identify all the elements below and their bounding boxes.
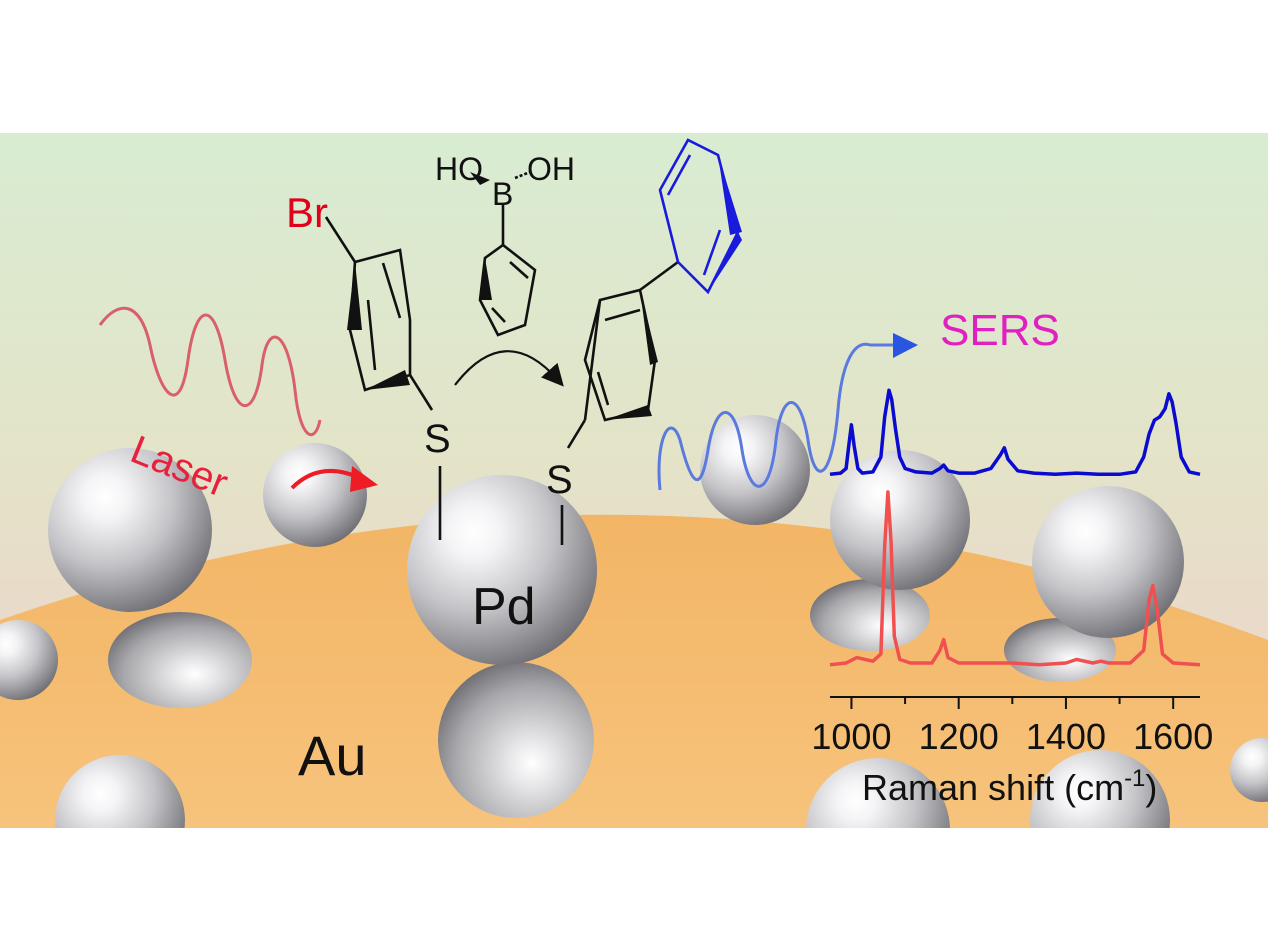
reaction-arrow [454, 350, 564, 387]
boron-label: B [492, 176, 513, 212]
pd-sphere [0, 620, 58, 700]
dimple [810, 579, 930, 651]
x-axis-label-superscript: -1 [1124, 765, 1145, 792]
dimple [438, 662, 594, 818]
sers-label: SERS [940, 306, 1060, 355]
pd-sphere [48, 448, 212, 612]
pd-sphere [263, 443, 367, 547]
dimple [108, 612, 252, 708]
boronic-ho-label: HO [435, 151, 483, 187]
x-tick-label: 1600 [1133, 716, 1213, 757]
pd-sphere-central [407, 475, 597, 665]
x-axis-label-end: ) [1145, 767, 1157, 808]
gold-surface [0, 514, 1268, 828]
sulfur-left-label: S [424, 417, 451, 461]
x-axis-label-main: Raman shift (cm [862, 767, 1124, 808]
bromine-label: Br [286, 189, 328, 236]
laser-wave [98, 306, 322, 437]
phenylboronic-acid-molecule [470, 170, 537, 337]
sers-wave [657, 342, 895, 491]
pd-sphere [700, 415, 810, 525]
biphenyl-thiol-molecule [560, 138, 742, 545]
boronic-oh-label: OH [527, 151, 575, 187]
x-tick-label: 1000 [811, 716, 891, 757]
spectrum-line-reactant [829, 490, 1201, 667]
pd-sphere [830, 450, 970, 590]
raman-spectra-chart: 1000 1200 1400 1600 Raman shift (cm-1) [811, 388, 1213, 808]
laser-arrowhead [350, 466, 378, 492]
x-axis-label: Raman shift (cm-1) [862, 765, 1157, 808]
x-tick-label: 1400 [1026, 716, 1106, 757]
bromothiophenol-molecule [324, 216, 442, 540]
pd-sphere [1032, 486, 1184, 638]
spectrum-line-product [829, 388, 1201, 477]
pd-sphere [1230, 738, 1268, 802]
x-tick-label: 1200 [919, 716, 999, 757]
sers-arrowhead [893, 333, 918, 358]
gold-label: Au [298, 724, 367, 787]
sulfur-right-label: S [546, 458, 573, 502]
palladium-label: Pd [472, 578, 536, 636]
